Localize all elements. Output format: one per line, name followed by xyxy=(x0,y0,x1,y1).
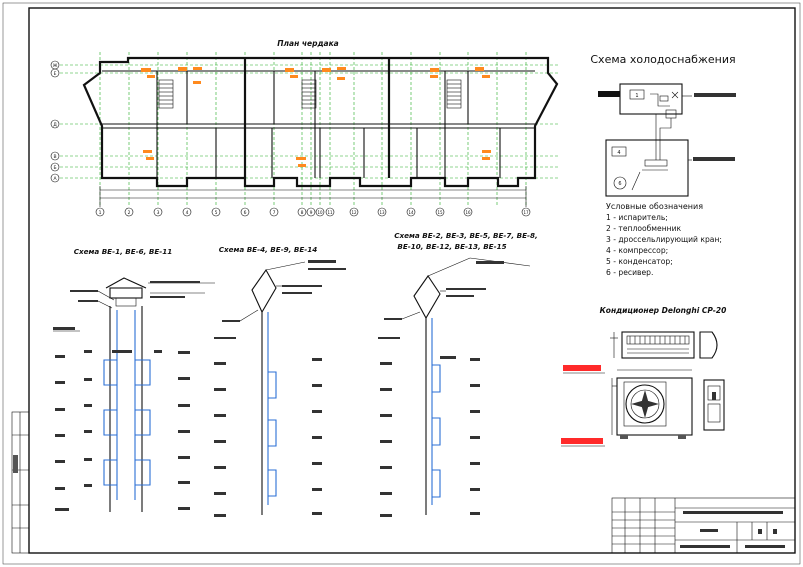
svg-text:17: 17 xyxy=(523,210,529,215)
axis-bubbles-numbers: 1 2 3 4 5 6 7 8 9 10 11 12 13 14 15 16 1… xyxy=(95,207,531,217)
legend-item: 5 - конденсатор; xyxy=(606,257,673,266)
attic-plan: Ж Е Д В Б А 1 2 3 4 5 6 7 8 9 10 11 12 1… xyxy=(50,52,560,217)
stair-hatch xyxy=(158,79,462,109)
svg-text:15: 15 xyxy=(437,210,443,215)
cooling-legend: Условные обозначения 1 - испаритель; 2 -… xyxy=(606,202,722,277)
title-block xyxy=(611,497,796,554)
svg-text:6: 6 xyxy=(244,210,247,216)
riser-scheme-1 xyxy=(53,277,215,512)
svg-text:1: 1 xyxy=(99,210,102,216)
svg-text:14: 14 xyxy=(408,210,414,215)
inner-frame xyxy=(28,7,796,554)
riser-title-2: Схема ВЕ-4, ВЕ-9, ВЕ-14 xyxy=(219,245,318,254)
svg-text:10: 10 xyxy=(317,210,323,215)
svg-text:4: 4 xyxy=(617,150,620,156)
svg-text:13: 13 xyxy=(379,210,385,215)
svg-text:А: А xyxy=(53,176,57,182)
plan-title: План чердака xyxy=(277,39,339,48)
riser-scheme-3 xyxy=(378,257,531,517)
svg-text:Б: Б xyxy=(53,165,56,171)
dimension-chain xyxy=(99,186,527,207)
side-stamp xyxy=(11,411,30,554)
svg-text:11: 11 xyxy=(327,210,333,215)
cooling-diagram: 1 4 6 xyxy=(598,83,736,197)
svg-text:1: 1 xyxy=(635,93,638,99)
svg-text:6: 6 xyxy=(618,181,621,187)
riser-title-3a: Схема ВЕ-2, ВЕ-3, ВЕ-5, ВЕ-7, ВЕ-8, xyxy=(394,231,538,240)
svg-text:8: 8 xyxy=(301,210,304,216)
riser-title-3b: ВЕ-10, ВЕ-12, ВЕ-13, ВЕ-15 xyxy=(397,242,506,251)
outer-wall xyxy=(82,56,559,188)
riser-scheme-2 xyxy=(214,260,346,517)
svg-text:Д: Д xyxy=(53,122,57,128)
outdoor-unit-label xyxy=(561,438,603,444)
outdoor-unit-label xyxy=(563,365,601,371)
axis-bubbles-letters: Ж Е Д В Б А xyxy=(50,60,60,183)
svg-text:16: 16 xyxy=(465,210,471,215)
legend-item: 6 - ресивер. xyxy=(606,268,653,277)
cooling-title: Схема холодоснабжения xyxy=(590,53,735,66)
legend-item: 3 - дроссельлирующий кран; xyxy=(606,235,722,244)
svg-text:7: 7 xyxy=(273,210,276,216)
conditioner-drawing xyxy=(561,331,725,447)
svg-text:Е: Е xyxy=(54,71,57,77)
legend-header: Условные обозначения xyxy=(606,202,703,211)
legend-item: 1 - испаритель; xyxy=(606,213,668,222)
svg-text:5: 5 xyxy=(215,210,218,216)
svg-text:12: 12 xyxy=(351,210,357,215)
svg-text:3: 3 xyxy=(157,210,160,216)
riser-markers xyxy=(141,67,491,167)
svg-text:4: 4 xyxy=(186,210,189,216)
svg-text:Ж: Ж xyxy=(53,63,58,69)
legend-item: 2 - теплообменник xyxy=(606,224,682,233)
legend-item: 4 - компрессор; xyxy=(606,246,668,255)
svg-text:9: 9 xyxy=(310,210,313,216)
svg-text:В: В xyxy=(53,154,56,160)
riser-title-1: Схема ВЕ-1, ВЕ-6, ВЕ-11 xyxy=(74,247,173,256)
conditioner-title: Кондиционер Delonghi CP-20 xyxy=(600,306,727,315)
svg-text:2: 2 xyxy=(128,210,131,216)
